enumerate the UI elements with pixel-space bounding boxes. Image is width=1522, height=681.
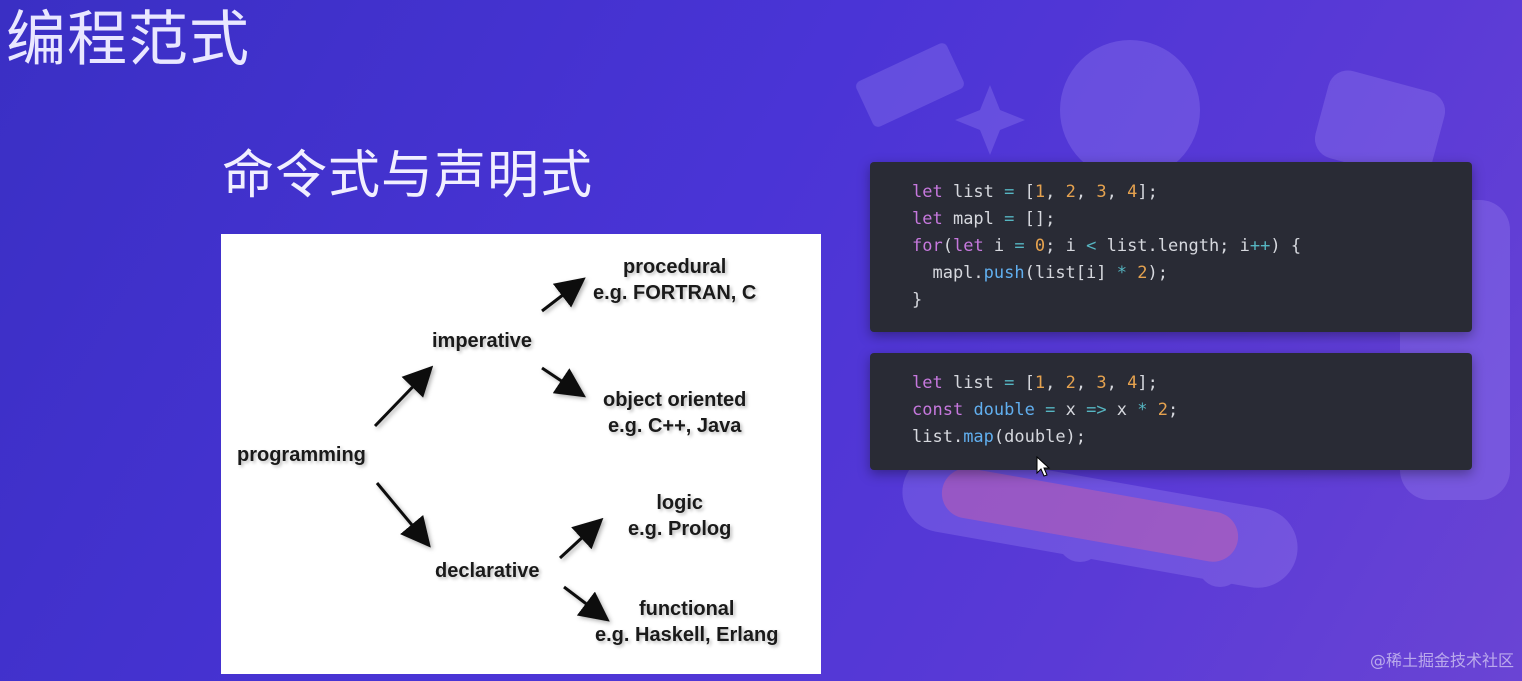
code-line: let mapl = [];: [912, 209, 1056, 229]
node-procedural-name: procedural: [622, 256, 727, 278]
node-procedural-example: e.g. FORTRAN, C: [593, 282, 757, 304]
code-line: let list = [1, 2, 3, 4];: [912, 373, 1158, 393]
arrow-declarative-functional: [563, 585, 610, 622]
mouse-cursor-icon: [1036, 456, 1051, 477]
node-declarative: declarative: [435, 560, 540, 582]
code-line: }: [912, 290, 923, 310]
node-procedural: procedural e.g. FORTRAN, C: [593, 254, 756, 306]
diagram-arrows: [373, 277, 610, 622]
slide-subtitle: 命令式与声明式: [222, 146, 594, 206]
code-block-imperative: let list = [1, 2, 3, 4]; let mapl = []; …: [870, 162, 1472, 332]
code-line: list.map(double);: [912, 427, 1087, 447]
node-logic-name: logic: [656, 492, 703, 514]
astronaut-illustration: [856, 40, 1510, 588]
node-oo-name: object oriented: [603, 389, 747, 411]
node-oo-example: e.g. C++, Java: [607, 415, 742, 437]
paradigm-diagram: programming imperative declarative proce…: [221, 234, 821, 674]
node-functional: functional e.g. Haskell, Erlang: [595, 596, 778, 648]
node-programming: programming: [237, 444, 366, 466]
code-line: mapl.push(list[i] * 2);: [912, 263, 1168, 283]
arrow-programming-declarative: [375, 482, 431, 548]
code-line: let list = [1, 2, 3, 4];: [912, 182, 1158, 202]
arrow-imperative-oo: [541, 366, 586, 398]
node-functional-example: e.g. Haskell, Erlang: [595, 624, 779, 646]
node-logic: logic e.g. Prolog: [628, 490, 731, 542]
watermark: @稀土掘金技术社区: [1369, 651, 1514, 670]
arrow-programming-imperative: [373, 365, 434, 428]
node-imperative: imperative: [432, 330, 533, 352]
slide-title: 编程范式: [6, 5, 250, 75]
node-object-oriented: object oriented e.g. C++, Java: [603, 387, 746, 439]
code-line: const double = x => x * 2;: [912, 400, 1179, 420]
node-logic-example: e.g. Prolog: [628, 518, 732, 540]
node-functional-name: functional: [638, 598, 735, 620]
arrow-declarative-logic: [558, 517, 604, 560]
code-block-declarative: let list = [1, 2, 3, 4]; const double = …: [870, 353, 1472, 470]
code-line: for(let i = 0; i < list.length; i++) {: [912, 236, 1302, 256]
arrow-imperative-procedural: [541, 277, 586, 313]
